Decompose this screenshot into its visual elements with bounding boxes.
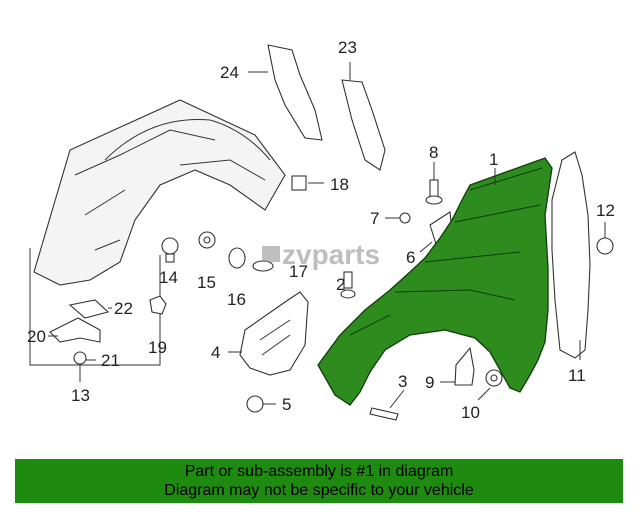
bolt-3-part — [369, 407, 399, 421]
clip-10-part — [485, 369, 503, 387]
callout-label: 2 — [336, 275, 345, 294]
nut-17-part — [252, 260, 274, 272]
splash-guard-24-part — [267, 44, 323, 141]
callout-labels: 1 2 3 4 5 6 7 8 9 10 11 12 13 14 15 16 1… — [27, 38, 615, 422]
callout-label: 22 — [114, 299, 133, 318]
banner-line-disclaimer: Diagram may not be specific to your vehi… — [164, 482, 474, 499]
callout-label: 10 — [461, 403, 480, 422]
bolt-8-part — [425, 179, 443, 205]
callout-label: 11 — [568, 366, 586, 385]
info-banner: Part or sub-assembly is #1 in diagram Di… — [15, 459, 623, 503]
svg-text:zvparts: zvparts — [282, 239, 380, 270]
callout-label: 23 — [338, 38, 357, 57]
callout-label: 1 — [489, 150, 498, 169]
nut-5-part — [246, 395, 264, 413]
clip-12-part — [596, 237, 614, 255]
callout-label: 16 — [227, 290, 246, 309]
bracket-4-part — [239, 291, 309, 376]
callout-label: 4 — [211, 343, 220, 362]
clip-15-part — [198, 231, 216, 249]
bracket-part — [68, 299, 110, 319]
callout-label: 17 — [289, 262, 308, 281]
callout-label: 12 — [596, 201, 615, 220]
callout-label: 20 — [27, 327, 46, 346]
callout-label: 3 — [398, 372, 407, 391]
front-fender-part — [317, 157, 553, 406]
callout-label: 13 — [71, 386, 90, 405]
stay-part — [49, 317, 101, 343]
callout-label: 6 — [406, 248, 415, 267]
bracket-9-part — [454, 346, 475, 386]
callout-label: 18 — [330, 175, 349, 194]
callout-label: 24 — [220, 63, 239, 82]
callout-label: 5 — [282, 395, 291, 414]
bolt-2-part — [340, 271, 356, 299]
callout-label: 7 — [370, 209, 379, 228]
nut-19-part — [149, 295, 167, 315]
callout-label: 21 — [101, 351, 120, 370]
clip-14-part — [161, 237, 179, 263]
callout-label: 14 — [159, 268, 178, 287]
screw-part — [73, 351, 87, 365]
banner-line-part-number: Part or sub-assembly is #1 in diagram — [184, 463, 454, 480]
nut-18-part — [291, 175, 307, 191]
fender-seal-11-part — [551, 151, 591, 359]
parts-diagram: zvparts 1 2 3 4 5 6 7 8 9 10 11 12 13 14… — [27, 38, 615, 422]
callout-label: 9 — [425, 373, 434, 392]
watermark-logo: zvparts — [262, 239, 380, 270]
splash-guard-23-part — [341, 79, 386, 171]
clip-16-part — [228, 247, 246, 269]
callout-label: 8 — [429, 143, 438, 162]
clip-7-part — [399, 212, 411, 224]
callout-label: 15 — [197, 273, 216, 292]
fender-liner-part — [33, 99, 286, 286]
callout-label: 19 — [148, 338, 167, 357]
